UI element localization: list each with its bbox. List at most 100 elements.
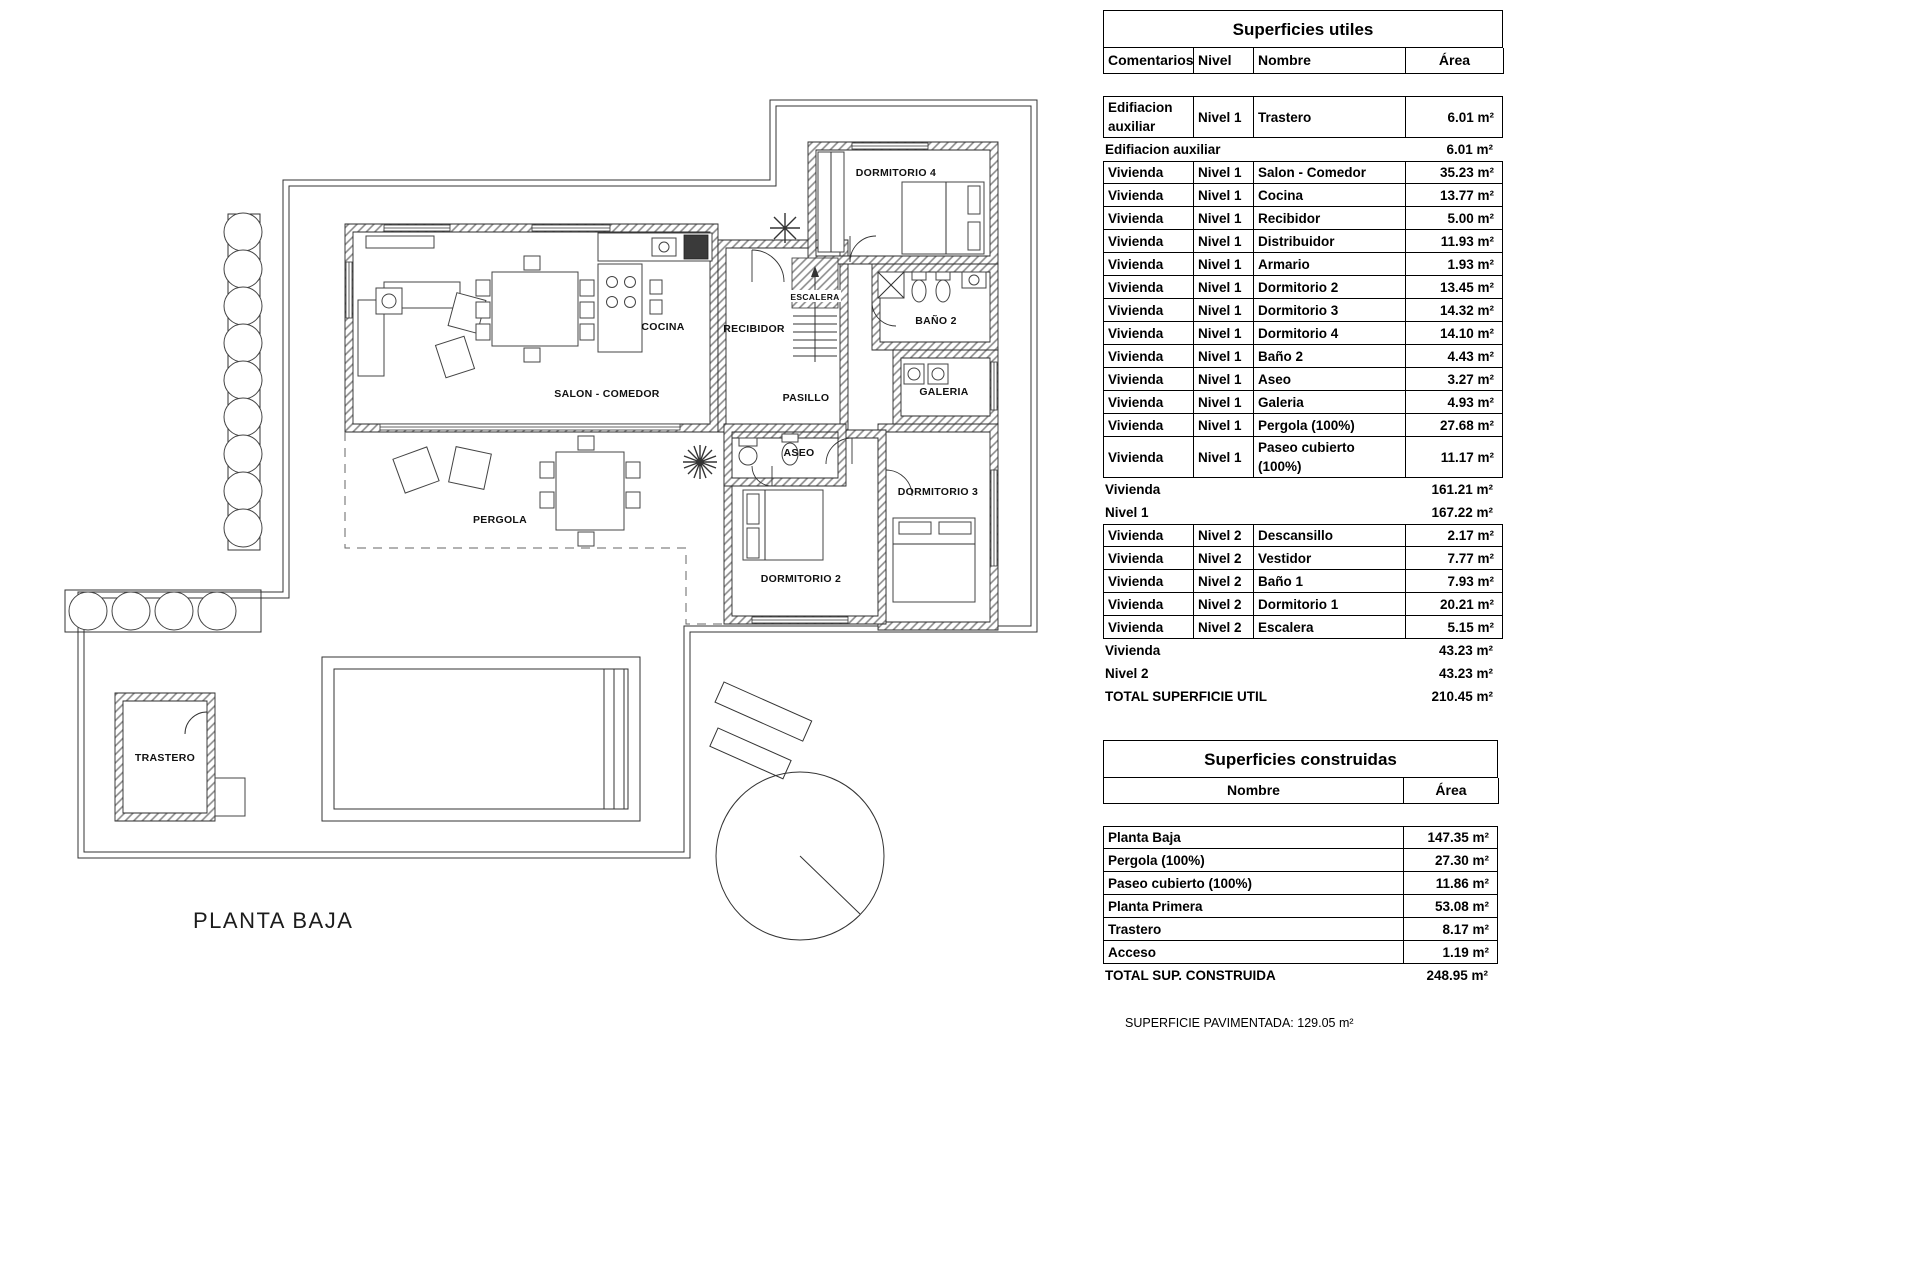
table-row: Vivienda Nivel 2 Descansillo 2.17 m² [1103, 524, 1503, 547]
room-labels: DORMITORIO 4 ESCALERA BAÑO 2 COCINA RECI… [135, 167, 978, 764]
total-area: 248.95 m² [1426, 968, 1488, 983]
table-row: Vivienda Nivel 1 Paseo cubierto (100%) 1… [1103, 437, 1503, 478]
windows [345, 142, 998, 624]
cell-comentarios: Vivienda [1103, 593, 1193, 616]
cell-area: 13.45 m² [1405, 276, 1503, 299]
header-area: Área [1404, 778, 1499, 804]
table-row: Pergola (100%) 27.30 m² [1103, 849, 1498, 872]
table-row: Vivienda Nivel 1 Recibidor 5.00 m² [1103, 207, 1503, 230]
utiles-title: Superficies utiles [1103, 10, 1503, 48]
cell-nivel: Nivel 2 [1193, 616, 1253, 639]
subtotal-area: 6.01 m² [1446, 142, 1493, 157]
cell-nombre: Acceso [1103, 941, 1403, 964]
cell-area: 35.23 m² [1405, 161, 1503, 184]
dining-set [475, 255, 595, 363]
cell-comentarios: Vivienda [1103, 524, 1193, 547]
cell-area: 4.93 m² [1405, 391, 1503, 414]
cell-nivel: Nivel 1 [1193, 368, 1253, 391]
floor-plan: DORMITORIO 4 ESCALERA BAÑO 2 COCINA RECI… [64, 99, 1038, 941]
table-row: Acceso 1.19 m² [1103, 941, 1498, 964]
cell-area: 20.21 m² [1405, 593, 1503, 616]
table-row: Vivienda Nivel 1 Aseo 3.27 m² [1103, 368, 1503, 391]
cell-nivel: Nivel 1 [1193, 391, 1253, 414]
cell-comentarios: Vivienda [1103, 345, 1193, 368]
utiles-header-row: Comentarios Nivel Nombre Área [1103, 48, 1504, 74]
planter-row [64, 589, 262, 633]
cell-comentarios: Vivienda [1103, 299, 1193, 322]
cell-area: 27.68 m² [1405, 414, 1503, 437]
pergola-area [344, 432, 724, 625]
header-area: Área [1406, 48, 1504, 74]
label-bano2: BAÑO 2 [915, 314, 956, 327]
subtotal-row: Edifiacion auxiliar 6.01 m² [1103, 138, 1503, 161]
cell-nombre: Vestidor [1253, 547, 1405, 570]
label-escalera: ESCALERA [790, 292, 839, 302]
table-row: Vivienda Nivel 1 Pergola (100%) 27.68 m² [1103, 414, 1503, 437]
cell-nombre: Dormitorio 1 [1253, 593, 1405, 616]
cell-nombre: Salon - Comedor [1253, 161, 1405, 184]
subtotal-area: 161.21 m² [1431, 482, 1493, 497]
stairs [791, 257, 839, 362]
cell-nivel: Nivel 1 [1193, 161, 1253, 184]
cell-area: 1.19 m² [1403, 941, 1498, 964]
cell-nivel: Nivel 1 [1193, 414, 1253, 437]
cell-comentarios: Vivienda [1103, 547, 1193, 570]
tree-strip [223, 212, 263, 551]
cell-nombre: Paseo cubierto (100%) [1103, 872, 1403, 895]
cell-nombre: Baño 2 [1253, 345, 1405, 368]
cell-comentarios: Vivienda [1103, 368, 1193, 391]
cell-nivel: Nivel 2 [1193, 570, 1253, 593]
subtotal-label: Edifiacion auxiliar [1105, 142, 1221, 157]
header-nombre: Nombre [1254, 48, 1406, 74]
table-row: Vivienda Nivel 2 Baño 1 7.93 m² [1103, 570, 1503, 593]
subtotal-row: Vivienda 43.23 m² [1103, 639, 1503, 662]
cell-nivel: Nivel 1 [1193, 184, 1253, 207]
label-recibidor: RECIBIDOR [723, 323, 785, 335]
cell-nivel: Nivel 1 [1193, 276, 1253, 299]
table-row: Vivienda Nivel 1 Dormitorio 3 14.32 m² [1103, 299, 1503, 322]
cell-area: 11.17 m² [1405, 437, 1503, 478]
cell-nombre: Escalera [1253, 616, 1405, 639]
cell-nivel: Nivel 1 [1193, 230, 1253, 253]
cell-area: 5.00 m² [1405, 207, 1503, 230]
label-dormitorio4: DORMITORIO 4 [856, 167, 936, 179]
cell-nivel: Nivel 1 [1193, 207, 1253, 230]
cell-comentarios: Vivienda [1103, 322, 1193, 345]
label-dormitorio2: DORMITORIO 2 [761, 573, 841, 585]
table-row: Planta Primera 53.08 m² [1103, 895, 1498, 918]
header-comentarios: Comentarios [1104, 48, 1194, 74]
access-pad [214, 777, 246, 817]
bedroom3-furniture [892, 517, 976, 603]
subtotal-label: Vivienda [1105, 482, 1161, 497]
subtotal-label: Nivel 1 [1105, 505, 1149, 520]
table-row: Vivienda Nivel 2 Vestidor 7.77 m² [1103, 547, 1503, 570]
table-row: Paseo cubierto (100%) 11.86 m² [1103, 872, 1498, 895]
cell-area: 147.35 m² [1403, 826, 1498, 849]
plant-icon [683, 213, 800, 479]
cell-area: 4.43 m² [1405, 345, 1503, 368]
total-row: TOTAL SUP. CONSTRUIDA 248.95 m² [1103, 964, 1498, 987]
pool [321, 656, 641, 822]
cell-nivel: Nivel 2 [1193, 547, 1253, 570]
cell-nivel: Nivel 1 [1193, 96, 1253, 138]
construidas-header-row: Nombre Área [1103, 778, 1499, 804]
cell-area: 13.77 m² [1405, 184, 1503, 207]
superficies-construidas-table: Superficies construidas Nombre Área Plan… [1103, 740, 1499, 987]
subtotal-label: Vivienda [1105, 643, 1161, 658]
cell-comentarios: Vivienda [1103, 437, 1193, 478]
cell-comentarios: Vivienda [1103, 391, 1193, 414]
cell-nombre: Planta Baja [1103, 826, 1403, 849]
cell-nombre: Galeria [1253, 391, 1405, 414]
cell-area: 11.93 m² [1405, 230, 1503, 253]
cell-comentarios: Edifiacion auxiliar [1103, 96, 1193, 138]
table-row: Vivienda Nivel 1 Dormitorio 4 14.10 m² [1103, 322, 1503, 345]
pavimentada-note: SUPERFICIE PAVIMENTADA: 129.05 m² [1125, 1016, 1354, 1030]
label-aseo: ASEO [784, 447, 815, 459]
cell-nombre: Planta Primera [1103, 895, 1403, 918]
construidas-title: Superficies construidas [1103, 740, 1498, 778]
label-salon: SALON - COMEDOR [554, 388, 660, 400]
cell-comentarios: Vivienda [1103, 616, 1193, 639]
bedroom2-furniture [742, 489, 824, 561]
cell-comentarios: Vivienda [1103, 414, 1193, 437]
label-pergola: PERGOLA [473, 514, 527, 526]
